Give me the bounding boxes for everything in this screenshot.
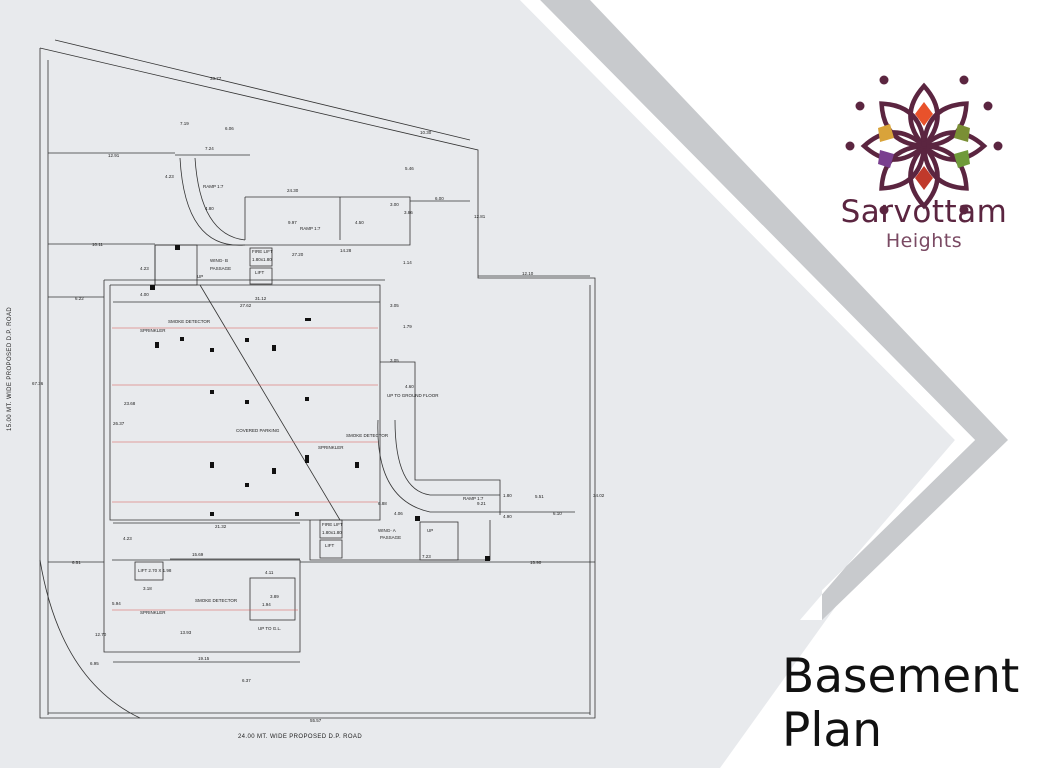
dim-label: 3.00: [390, 202, 399, 207]
right-ramp: [380, 361, 501, 515]
passage-label: PASSAGE: [210, 266, 231, 271]
dim-label: 12.70: [95, 632, 107, 637]
dim-label: 3.05: [390, 303, 399, 308]
dim-label: 1.80: [503, 493, 512, 498]
dim-label: 4.60: [405, 384, 414, 389]
title-line-2: Plan: [782, 703, 882, 758]
dim-label: 10.30: [420, 130, 432, 135]
smoke-detector-label: SMOKE DETECTOR: [346, 433, 389, 438]
grey-plan-panel: [0, 0, 955, 768]
dim-label: 9.21: [477, 501, 486, 506]
dim-label: 10.11: [92, 242, 103, 247]
dim-label: 6.06: [225, 126, 234, 131]
up-to-ground-floor-label: UP TO GROUND FLOOR: [387, 393, 439, 398]
dim-label: 19.15: [198, 656, 210, 661]
lift-size-label: LIFT 2.70 X 1.98: [138, 568, 172, 573]
dim-label: 4.06: [394, 511, 403, 516]
dim-label: 34.02: [593, 493, 605, 498]
up-label: UP: [197, 274, 203, 279]
dim-label: 4.80: [205, 206, 214, 211]
dim-label: 5.46: [405, 166, 414, 171]
dim-label: 3.89: [270, 594, 279, 599]
dim-label: 1.14: [403, 260, 412, 265]
dim-label: 4.11: [265, 570, 274, 575]
lift-size-label: 1.80x1.80: [322, 530, 342, 535]
dim-label: 4.90: [503, 514, 512, 519]
dim-label: 15.69: [192, 552, 204, 557]
dim-label: 4.23: [123, 536, 132, 541]
dim-label: 24.30: [287, 188, 299, 193]
title-line-1: Basement: [782, 649, 1020, 704]
brand-subtitle: Heights: [885, 230, 963, 252]
dim-label: 26.37: [113, 421, 125, 426]
sprinkler-label: SPRINKLER: [318, 445, 344, 450]
dim-label: 33.77: [210, 76, 222, 81]
dim-label: 1.94: [262, 602, 271, 607]
dim-label: 6.51: [72, 560, 81, 565]
road-label-left: 15.00 MT. WIDE PROPOSED D.P. ROAD: [7, 306, 13, 431]
up-to-gl-label: UP TO G.L.: [258, 626, 281, 631]
dim-label: 3.18: [143, 586, 152, 591]
corner-arc: [39, 559, 141, 719]
building-outline: [109, 284, 381, 521]
plot-boundary: [39, 47, 596, 719]
dim-label: 27.62: [240, 303, 252, 308]
lift-size-label: 1.80x1.80: [252, 257, 272, 262]
dim-label: 4.23: [165, 174, 174, 179]
up-label: UP: [427, 528, 433, 533]
dim-label: 9.97: [288, 220, 297, 225]
dim-label: 4.00: [140, 292, 149, 297]
fire-lift-label: FIRE LIFT: [322, 522, 343, 527]
wing-b-label: WING- B: [210, 258, 228, 263]
ramp-label: RAMP 1:7: [300, 226, 321, 231]
dim-label: 6.37: [242, 678, 251, 683]
dim-label: 7.23: [422, 554, 431, 559]
dim-label: 7.19: [180, 121, 189, 126]
brand-name: Sarvottam: [840, 194, 1008, 230]
wing-a-label: WING- A: [378, 528, 396, 533]
sprinkler-label: SPRINKLER: [140, 610, 166, 615]
dim-label: 5.94: [112, 601, 121, 606]
dim-label: 6.22: [75, 296, 84, 301]
dim-label: 23.68: [124, 401, 136, 406]
ramp-label: RAMP 1:7: [203, 184, 224, 189]
smoke-detector-label: SMOKE DETECTOR: [195, 598, 238, 603]
brand-logo-icon: [845, 75, 1003, 215]
dim-label: 15.90: [530, 560, 542, 565]
dim-label: 55.57: [310, 718, 322, 723]
dim-label: 12.10: [522, 271, 534, 276]
smoke-detector-label: SMOKE DETECTOR: [168, 319, 211, 324]
dim-label: 3.05: [390, 358, 399, 363]
lift-label: LIFT: [325, 543, 335, 548]
dim-label: 12.91: [108, 153, 120, 158]
dim-label: 4.23: [140, 266, 149, 271]
dim-label: 6.88: [378, 501, 387, 506]
dim-label: 31.12: [255, 296, 267, 301]
dim-label: 4.50: [355, 220, 364, 225]
dim-label: 6.95: [90, 661, 99, 666]
lift-label: LIFT: [255, 270, 265, 275]
page-title: Basement Plan: [782, 650, 1019, 758]
passage-label: PASSAGE: [380, 535, 401, 540]
sprinkler-label: SPRINKLER: [140, 328, 166, 333]
fire-lift-label: FIRE LIFT: [252, 249, 273, 254]
dim-label: 14.28: [340, 248, 352, 253]
dim-label: 67.36: [32, 381, 44, 386]
dim-label: 1.79: [403, 324, 412, 329]
dim-label: 21.32: [215, 524, 227, 529]
dim-label: 3.86: [404, 210, 413, 215]
dim-label: 6.00: [435, 196, 444, 201]
dim-label: 5.51: [535, 494, 544, 499]
dim-label: 6.10: [553, 511, 562, 516]
dim-label: 13.93: [180, 630, 192, 635]
road-label-bottom: 24.00 MT. WIDE PROPOSED D.P. ROAD: [237, 734, 363, 740]
ramp-label: RAMP 1:7: [463, 496, 484, 501]
dim-label: 12.81: [474, 214, 486, 219]
dim-label: 7.24: [205, 146, 214, 151]
dim-label: 27.20: [292, 252, 304, 257]
covered-parking-label: COVERED PARKING: [236, 428, 280, 433]
